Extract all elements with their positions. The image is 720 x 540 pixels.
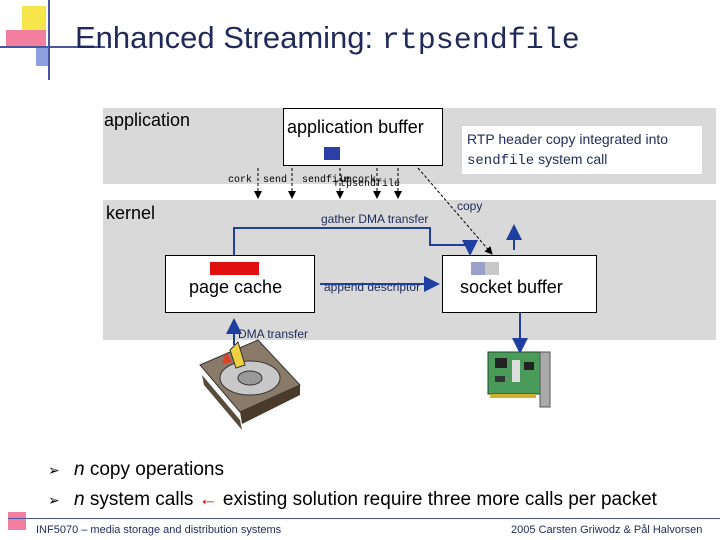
syscall-uncork: uncork [340, 175, 377, 186]
application-buffer-label: application buffer [287, 117, 424, 137]
copy-arrow [417, 167, 493, 255]
rtp-header-block [324, 147, 340, 160]
footer-left: INF5070 – media storage and distribution… [36, 524, 282, 536]
bullet-extra: existing solution require three more cal… [222, 489, 657, 510]
note-line-1: RTP header copy integrated into [467, 131, 669, 147]
syscall-rtpsendfile: rtpsendfile [334, 179, 401, 190]
application-buffer-box [283, 108, 443, 166]
decor-line-vertical [48, 0, 50, 80]
page-cache-label: page cache [189, 277, 283, 297]
socket-header-block [471, 262, 485, 275]
socket-buffer-label: socket buffer [460, 277, 563, 297]
note-box [462, 126, 702, 174]
syscall-send: send [263, 175, 288, 186]
gather-dma-arrow [233, 227, 478, 256]
decor-line-horizontal [0, 46, 105, 48]
note-line-2: sendfile system call [467, 151, 607, 169]
note-code: sendfile [467, 153, 535, 169]
bullet-n: n [74, 459, 85, 480]
kernel-label: kernel [106, 203, 156, 223]
application-label: application [104, 110, 191, 130]
bullet-item: ➢ n copy operations [48, 455, 657, 485]
bullet-arrow-icon: ➢ [48, 462, 60, 478]
socket-payload-block [485, 262, 499, 275]
bullet-text: copy operations [84, 459, 224, 480]
decor-square-blue [36, 46, 50, 66]
page-cache-data-block [210, 262, 259, 275]
syscall-cork: cork [228, 175, 253, 186]
footer-right: 2005 Carsten Griwodz & Pål Halvorsen [511, 524, 703, 536]
slide-title-text: Enhanced Streaming: [75, 20, 382, 55]
footer-decor-square [8, 512, 26, 530]
footer-rule [8, 518, 720, 519]
socket-buffer-box [442, 255, 597, 313]
bullet-text: system calls [84, 489, 199, 510]
note-rest: system call [534, 151, 608, 167]
decor-square-pink [6, 30, 46, 46]
bullet-list: ➢ n copy operations ➢ n system calls ← exi… [48, 455, 657, 515]
decor-square-yellow [22, 6, 46, 30]
bullet-n: n [74, 489, 85, 510]
syscall-sendfile: sendfile [302, 175, 351, 186]
dma-transfer-label: DMA transfer [238, 327, 309, 341]
slide-title: Enhanced Streaming: rtpsendfile [75, 20, 580, 58]
left-arrow-icon: ← [198, 489, 218, 510]
bullet-arrow-icon: ➢ [48, 492, 60, 508]
copy-label: copy [457, 199, 483, 213]
bullet-item: ➢ n system calls ← existing solution requ… [48, 485, 657, 515]
gather-dma-label: gather DMA transfer [321, 212, 429, 226]
slide-title-code: rtpsendfile [381, 24, 580, 58]
